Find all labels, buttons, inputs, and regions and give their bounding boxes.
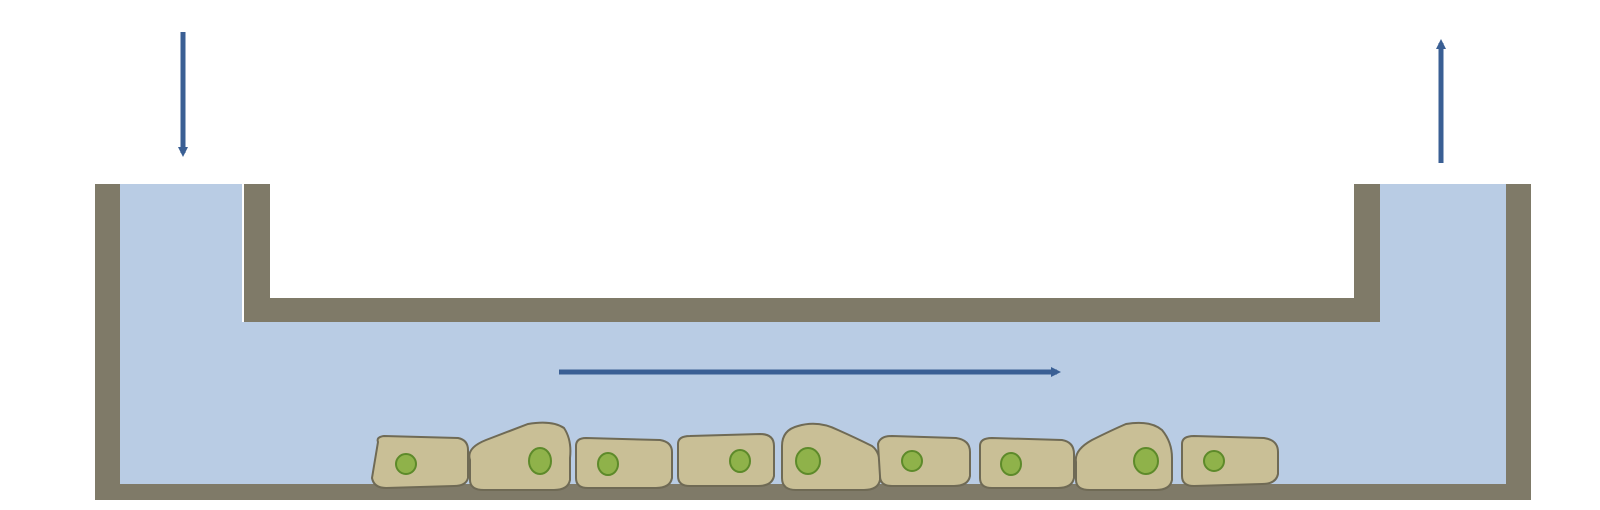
cell bbox=[1074, 421, 1173, 491]
cell bbox=[876, 434, 971, 487]
cell bbox=[979, 436, 1075, 489]
bottom-wall bbox=[95, 484, 1531, 500]
cell-nucleus bbox=[901, 450, 923, 472]
cell-nucleus bbox=[729, 449, 751, 473]
cell bbox=[468, 421, 572, 491]
insert-bottom-wall bbox=[244, 298, 1380, 322]
cell-nucleus bbox=[1203, 450, 1225, 472]
cell-nucleus bbox=[1000, 452, 1022, 476]
cell-monolayer bbox=[370, 421, 1279, 491]
cell-nucleus bbox=[528, 447, 552, 475]
outer-right-wall bbox=[1506, 184, 1531, 500]
cell bbox=[370, 434, 469, 490]
cell bbox=[1181, 434, 1279, 488]
cell-nucleus bbox=[795, 447, 821, 475]
chamber-walls bbox=[95, 184, 1531, 500]
cell-nucleus bbox=[597, 452, 619, 476]
cell bbox=[677, 432, 775, 487]
cell bbox=[781, 422, 881, 491]
cell bbox=[575, 436, 673, 489]
cell-nucleus bbox=[1133, 447, 1159, 475]
outer-left-wall bbox=[95, 184, 120, 500]
cell-nucleus bbox=[395, 453, 417, 475]
